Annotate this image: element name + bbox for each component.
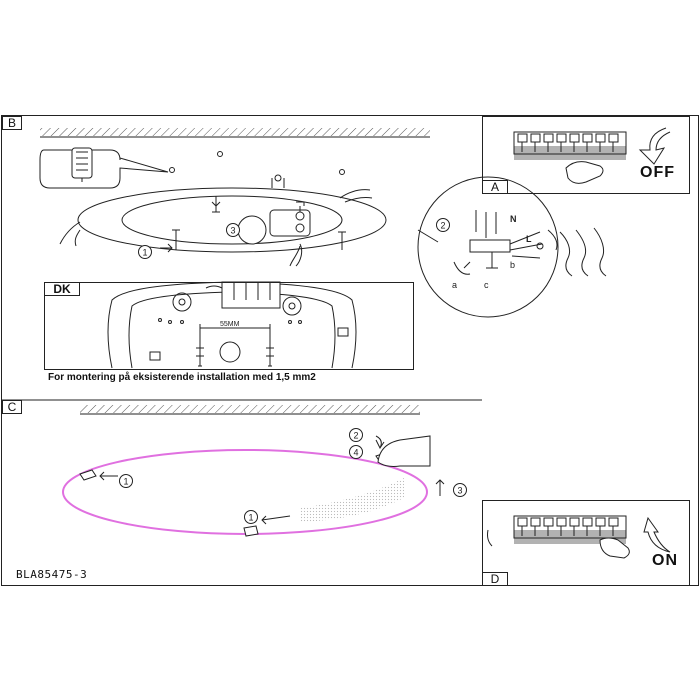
wire-label-a: a [452,280,457,290]
hand-on [599,537,630,559]
section-a-tag: A [482,180,508,194]
section-frames [1,115,699,586]
section-d-tag: D [482,572,508,586]
step-number: 2 [440,221,445,231]
wall-plug-icon [71,147,93,182]
step-number: 1 [123,477,128,487]
base-plate [77,187,387,253]
hand-off [565,161,604,184]
step-marker-0: 1 [138,245,152,259]
section-dk-existing-install [107,281,357,369]
step-marker-2: 2 [436,218,450,232]
section-c-tag: C [2,400,22,414]
section-dk-tag: DK [44,282,80,296]
section-a-panel [482,116,690,194]
switch-off-label: OFF [640,164,675,181]
step-marker-5: 1 [119,474,133,488]
section-a-switch-off [513,127,671,184]
wiring-detail [417,176,607,318]
wire-label-c: c [484,280,489,290]
wire-label-l: L [526,234,532,244]
section-dk-panel [44,282,414,370]
step-number: 1 [142,248,147,258]
step-number: 2 [353,431,358,441]
wall-plug-callout [39,149,169,189]
dk-caption: For montering på eksisterende installati… [48,372,316,383]
step-number: 3 [457,486,462,496]
step-marker-3: 2 [349,428,363,442]
dimension-label: 55MM [220,321,240,328]
hand-c [377,435,431,467]
on-arrow [643,516,671,553]
step-markers: 1 3 2 2 4 1 1 3 [119,218,467,524]
ceiling-hatch [40,128,430,136]
section-b-ceiling-mount [39,128,430,267]
switch-on-label: ON [652,552,678,569]
step-marker-1: 3 [226,223,240,237]
section-d-switch-on [487,515,671,559]
step-marker-6: 1 [244,510,258,524]
step-number: 3 [230,226,235,236]
product-code: BLA85475-3 [16,568,88,581]
section-d-panel [482,500,690,586]
fuse-block-on [513,515,627,544]
fuse-block-off [513,131,627,160]
step-number: 4 [353,448,358,458]
wire-labels: NLa b c [452,214,532,290]
step-marker-7: 3 [453,483,467,497]
dimension-55mm [199,324,271,332]
section-c-cover-mount [62,405,445,537]
lamp-holder [237,201,311,245]
wire-label-b: b [510,260,515,270]
step-marker-4: 4 [349,445,363,459]
wire-label-n: N [510,214,517,224]
section-b-tag: B [2,116,22,130]
off-arrow [638,127,671,165]
step-number: 1 [248,513,253,523]
ceiling-hatch-c [80,405,420,413]
